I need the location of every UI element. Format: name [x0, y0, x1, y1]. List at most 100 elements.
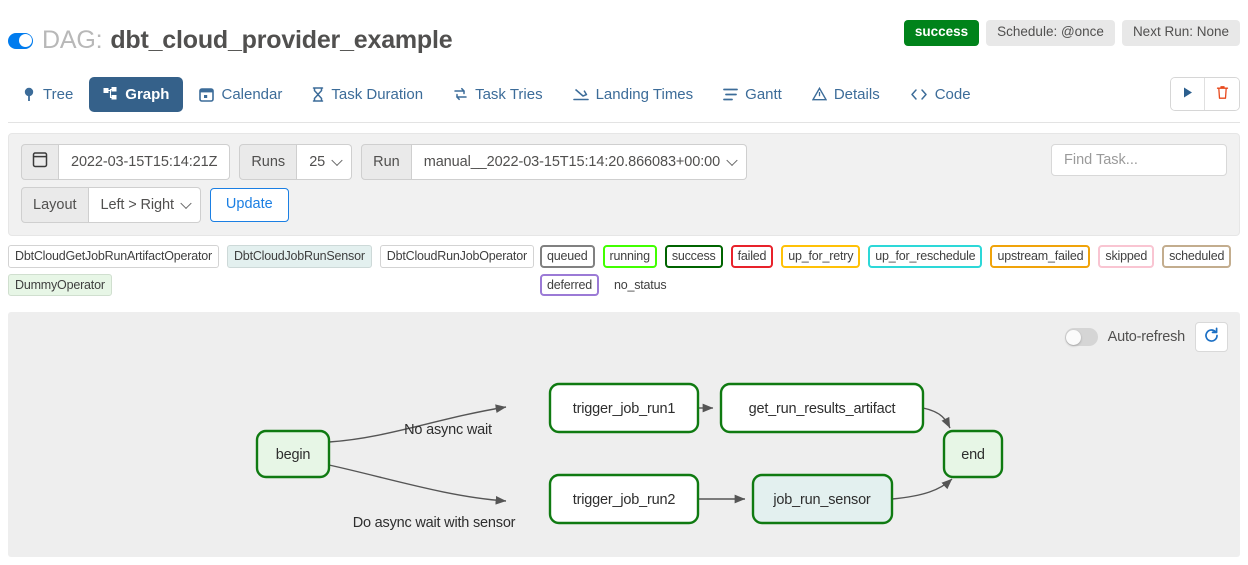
tab-calendar[interactable]: Calendar — [185, 77, 296, 112]
tab-gantt[interactable]: Gantt — [709, 77, 796, 112]
tab-label: Details — [833, 85, 880, 103]
edge-begin-to-trigger2 — [328, 464, 507, 505]
graph-toolbar: Auto-refresh — [1064, 322, 1228, 352]
dag-prefix-label: DAG: — [42, 26, 103, 54]
graph-node-get-run-results-artifact[interactable]: get_run_results_artifact — [719, 382, 925, 434]
state-chip-up-for-retry[interactable]: up_for_retry — [781, 245, 861, 268]
dag-graph[interactable]: No async wait Do async wait with sensor … — [8, 312, 1240, 557]
node-label: job_run_sensor — [772, 492, 871, 508]
edge-label: Do async wait with sensor — [353, 515, 516, 531]
state-chip-deferred[interactable]: deferred — [540, 273, 599, 296]
tab-task-tries[interactable]: Task Tries — [439, 77, 557, 112]
hourglass-icon — [312, 86, 324, 102]
runs-label: Runs — [239, 144, 298, 180]
tab-label: Landing Times — [595, 85, 694, 103]
dag-title: DAG: dbt_cloud_provider_example — [8, 26, 453, 55]
num-runs-group: Runs 25 — [239, 144, 353, 180]
landing-icon — [572, 87, 589, 101]
dag-pause-toggle[interactable] — [8, 32, 33, 49]
graph-canvas[interactable]: Auto-refresh No async — [8, 312, 1240, 557]
status-badge: success — [903, 20, 980, 46]
edge-begin-to-trigger1 — [328, 404, 507, 443]
calendar-icon — [199, 87, 215, 102]
refresh-button[interactable] — [1195, 322, 1228, 352]
node-label: trigger_job_run2 — [573, 492, 676, 508]
retry-icon — [453, 87, 468, 101]
tab-list: Tree Graph Calendar Task Duration Task T — [8, 76, 985, 112]
trigger-dag-button[interactable] — [1171, 78, 1205, 110]
tree-icon — [22, 87, 36, 102]
play-icon — [1182, 86, 1194, 102]
view-tabbar: Tree Graph Calendar Task Duration Task T — [8, 66, 1240, 123]
warning-triangle-icon — [811, 87, 827, 101]
tab-tree[interactable]: Tree — [8, 77, 87, 112]
node-label: end — [961, 447, 985, 463]
node-label: trigger_job_run1 — [573, 401, 676, 417]
layout-select[interactable]: Left > Right — [88, 187, 201, 223]
tab-landing-times[interactable]: Landing Times — [559, 77, 708, 112]
dag-name-label: dbt_cloud_provider_example — [110, 26, 453, 54]
graph-edge-labels: No async wait Do async wait with sensor — [353, 422, 516, 531]
layout-group: Layout Left > Right — [21, 187, 201, 223]
edge-sensor-to-end — [891, 478, 953, 500]
filter-row-primary: 2022-03-15T15:14:21Z Runs 25 Run manual_… — [21, 144, 1227, 180]
run-select[interactable]: manual__2022-03-15T15:14:20.866083+00:00 — [411, 144, 748, 180]
gantt-icon — [723, 88, 739, 101]
graph-edges — [328, 403, 953, 505]
find-task-input[interactable] — [1051, 144, 1227, 176]
operator-chip[interactable]: DbtCloudGetJobRunArtifactOperator — [8, 245, 219, 268]
tab-task-duration[interactable]: Task Duration — [298, 77, 437, 112]
run-group: Run manual__2022-03-15T15:14:20.866083+0… — [361, 144, 748, 180]
state-legend: queued running success failed up_for_ret… — [540, 245, 1240, 296]
state-chip-scheduled[interactable]: scheduled — [1162, 245, 1232, 268]
delete-dag-button[interactable] — [1205, 78, 1239, 110]
tab-label: Calendar — [221, 85, 283, 103]
operator-chip[interactable]: DbtCloudJobRunSensor — [226, 245, 372, 268]
edge-artifact-to-end — [922, 407, 951, 429]
tab-graph[interactable]: Graph — [89, 76, 184, 112]
header-badges: success Schedule: @once Next Run: None — [903, 20, 1240, 46]
legend: DbtCloudGetJobRunArtifactOperator DbtClo… — [8, 245, 1240, 296]
update-button[interactable]: Update — [209, 188, 289, 222]
run-label: Run — [361, 144, 412, 180]
base-date-input[interactable]: 2022-03-15T15:14:21Z — [59, 144, 231, 180]
tab-details[interactable]: Details — [798, 77, 894, 112]
graph-node-end[interactable]: end — [942, 429, 1004, 479]
tab-label: Task Duration — [331, 85, 424, 103]
graph-node-begin[interactable]: begin — [255, 429, 331, 479]
tab-label: Gantt — [745, 85, 782, 103]
refresh-icon — [1203, 327, 1220, 347]
state-chip-up-for-reschedule[interactable]: up_for_reschedule — [868, 245, 983, 268]
calendar-picker-button[interactable] — [21, 144, 59, 180]
dag-action-buttons — [1170, 77, 1240, 111]
state-chip-skipped[interactable]: skipped — [1098, 245, 1155, 268]
state-chip-upstream-failed[interactable]: upstream_failed — [990, 245, 1091, 268]
node-label: get_run_results_artifact — [749, 401, 896, 417]
state-chip-no-status[interactable]: no_status — [613, 277, 667, 292]
state-chip-queued[interactable]: queued — [540, 245, 595, 268]
auto-refresh-toggle[interactable] — [1064, 328, 1098, 346]
tab-label: Code — [934, 85, 971, 103]
graph-node-trigger-job-run1[interactable]: trigger_job_run1 — [548, 382, 700, 434]
node-label: begin — [276, 447, 311, 463]
state-chip-failed[interactable]: failed — [730, 245, 774, 268]
layout-label: Layout — [21, 187, 89, 223]
tab-code[interactable]: Code — [896, 77, 985, 112]
trash-icon — [1216, 85, 1229, 103]
filter-panel: 2022-03-15T15:14:21Z Runs 25 Run manual_… — [8, 133, 1240, 236]
operator-legend: DbtCloudGetJobRunArtifactOperator DbtClo… — [8, 245, 540, 296]
graph-node-job-run-sensor[interactable]: job_run_sensor — [751, 473, 894, 525]
tab-label: Tree — [43, 85, 74, 103]
tab-label: Graph — [125, 85, 170, 103]
base-date-group: 2022-03-15T15:14:21Z — [21, 144, 231, 180]
schedule-badge[interactable]: Schedule: @once — [986, 20, 1115, 46]
operator-chip[interactable]: DummyOperator — [8, 273, 112, 296]
state-chip-success[interactable]: success — [664, 245, 723, 268]
operator-chip[interactable]: DbtCloudRunJobOperator — [379, 245, 534, 268]
next-run-badge: Next Run: None — [1121, 20, 1240, 46]
calendar-icon — [32, 151, 48, 173]
graph-node-trigger-job-run2[interactable]: trigger_job_run2 — [548, 473, 700, 525]
num-runs-select[interactable]: 25 — [297, 144, 353, 180]
edge-label: No async wait — [404, 422, 492, 438]
state-chip-running[interactable]: running — [602, 245, 657, 268]
